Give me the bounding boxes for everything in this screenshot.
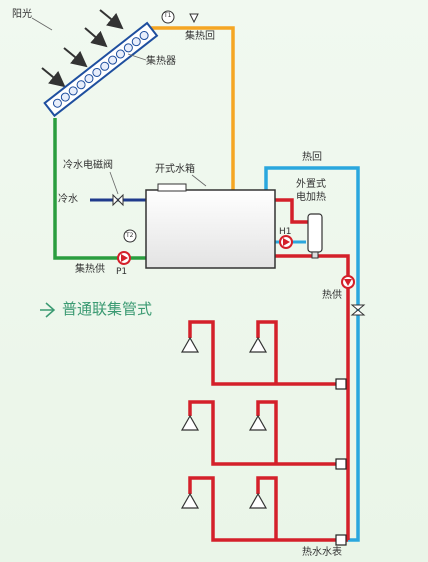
heater-base (311, 251, 319, 259)
collector-supply-label: 集热供 (75, 264, 105, 275)
water-meters (335, 378, 347, 546)
sunlight-arrows (41, 9, 124, 88)
pump-h1-icon (279, 235, 293, 249)
title-arrow-icon (40, 302, 56, 318)
fixture-branches (188, 320, 348, 542)
vent-valve-icon (189, 13, 199, 24)
heater-inlet-pipe (275, 198, 308, 224)
external-heater (307, 213, 323, 253)
collector-supply-pipe (53, 118, 146, 260)
hot-meter-label: 热水水表 (302, 547, 342, 558)
diagram-title: 普通联集管式 (62, 300, 153, 318)
tank-lid (157, 183, 187, 192)
sensor1-label: T1 (164, 12, 172, 19)
pump1-label: P1 (116, 267, 128, 277)
open-tank (145, 189, 276, 269)
collector-return-label: 集热回 (185, 31, 215, 42)
cold-valve-label: 冷水电磁阀 (63, 160, 113, 171)
valve-leader (109, 171, 119, 195)
open-tank-label: 开式水箱 (155, 164, 195, 175)
heater-id-label: H1 (279, 227, 292, 237)
sunlight-leader (31, 17, 53, 31)
tank-leader (191, 174, 207, 187)
collector-leader (127, 53, 147, 61)
pump-p1-icon (117, 251, 131, 265)
cold-water-label: 冷水 (58, 194, 78, 205)
sensor-t2-icon (123, 229, 137, 243)
sunlight-label: 阳光 (12, 9, 32, 20)
hot-supply-label: 热供 (322, 290, 342, 301)
hot-supply-pipe (275, 254, 350, 540)
hot-return-pipe (264, 166, 360, 542)
sensor2-label: T2 (126, 232, 134, 239)
sensor-t1-icon (161, 10, 175, 24)
hot-return-label: 热回 (302, 152, 322, 163)
collector-label: 集热器 (146, 56, 176, 67)
hot-supply-valve-icon (350, 304, 366, 316)
pump-hot-supply-icon (341, 275, 355, 289)
collector-return-pipe (150, 26, 235, 190)
external-heater-label: 外置式 电加热 (296, 179, 326, 203)
solar-collector (43, 21, 159, 118)
shower-heads (180, 336, 268, 509)
cold-water-valve-icon (112, 193, 124, 207)
